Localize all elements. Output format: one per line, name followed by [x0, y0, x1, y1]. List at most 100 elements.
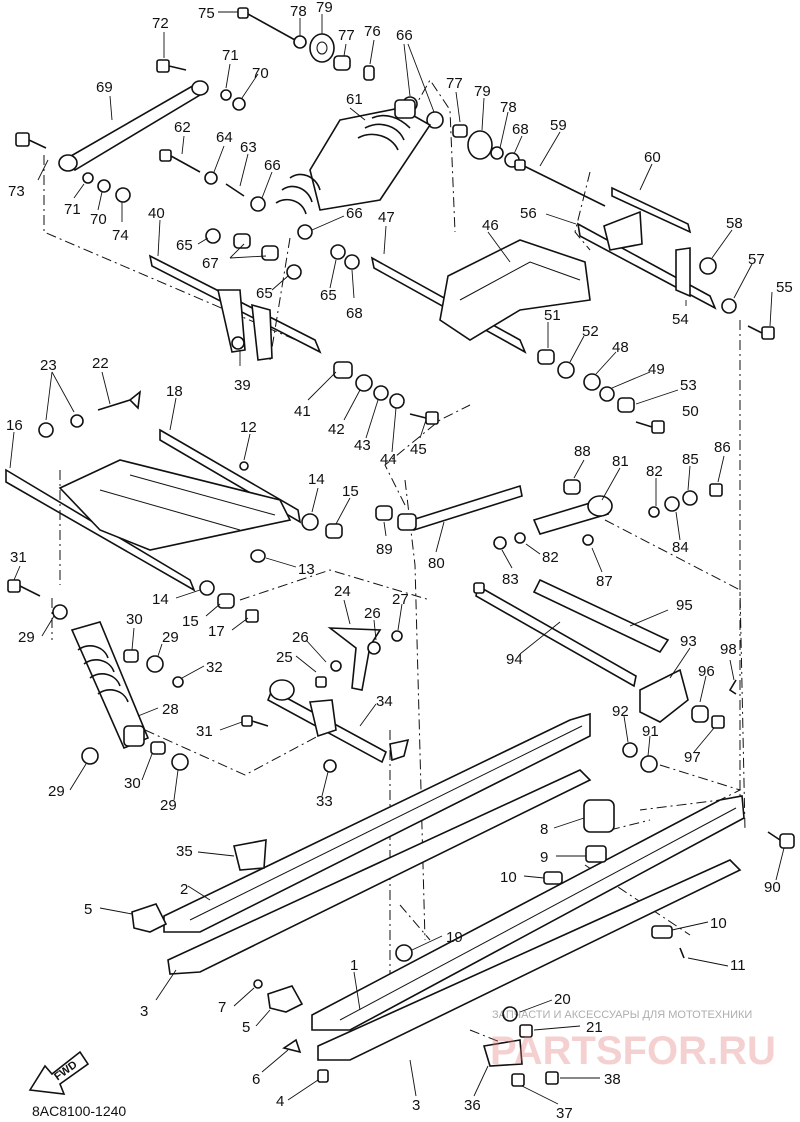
callout-12: 12	[240, 419, 257, 436]
callout-14: 14	[308, 471, 325, 488]
callout-78: 78	[290, 3, 307, 20]
callout-labels: 72 75 78 79 77 76 66 71 70 69 61 77 79 7…	[6, 0, 793, 1122]
shock-absorber-61	[275, 99, 432, 215]
watermark-brand: PARTSFOR.RU	[490, 1029, 776, 1073]
callout-30: 30	[124, 775, 141, 792]
shaft-47-arm-46	[370, 239, 591, 354]
callout-19: 19	[446, 929, 463, 946]
collars-65-67	[205, 224, 313, 280]
callout-71: 71	[64, 201, 81, 218]
callout-29: 29	[162, 629, 179, 646]
callout-14: 14	[152, 591, 169, 608]
slide-rail-2-left	[163, 712, 592, 975]
callout-35: 35	[176, 843, 193, 860]
callout-2: 2	[180, 881, 188, 898]
callout-46: 46	[482, 217, 499, 234]
callout-63: 63	[240, 139, 257, 156]
callout-6: 6	[252, 1071, 260, 1088]
callout-66: 66	[346, 205, 363, 222]
callout-32: 32	[206, 659, 223, 676]
callout-22: 22	[92, 355, 109, 372]
callout-5: 5	[84, 901, 92, 918]
callout-68: 68	[512, 121, 529, 138]
callout-66: 66	[396, 27, 413, 44]
callout-30: 30	[126, 611, 143, 628]
callout-9: 9	[540, 849, 548, 866]
shaft-40-assembly-39	[148, 254, 322, 361]
bolt-62-parts-64-63	[159, 149, 266, 212]
callout-77: 77	[446, 75, 463, 92]
callout-61: 61	[346, 91, 363, 108]
callout-45: 45	[410, 441, 427, 458]
callout-37: 37	[556, 1105, 573, 1122]
callout-81: 81	[612, 453, 629, 470]
callout-10: 10	[500, 869, 517, 886]
callout-33: 33	[316, 793, 333, 810]
nut-58-washer-57-bolt-55	[699, 257, 775, 340]
callout-29: 29	[18, 629, 35, 646]
callout-82: 82	[542, 549, 559, 566]
callout-67: 67	[202, 255, 219, 272]
callout-40: 40	[148, 205, 165, 222]
callout-92: 92	[612, 703, 629, 720]
callout-10: 10	[710, 915, 727, 932]
callout-23: 23	[40, 357, 57, 374]
callout-86: 86	[714, 439, 731, 456]
callout-70: 70	[252, 65, 269, 82]
callout-28: 28	[162, 701, 179, 718]
callout-60: 60	[644, 149, 661, 166]
leader-lines	[9, 11, 785, 1105]
callout-59: 59	[550, 117, 567, 134]
callout-88: 88	[574, 443, 591, 460]
callout-11: 11	[730, 957, 746, 974]
callout-91: 91	[642, 723, 659, 740]
callout-31: 31	[10, 549, 27, 566]
callout-64: 64	[216, 129, 233, 146]
callout-82: 82	[646, 463, 663, 480]
callout-52: 52	[582, 323, 599, 340]
callout-57: 57	[748, 251, 765, 268]
collars-41-42-43-44-45	[333, 361, 439, 425]
callout-42: 42	[328, 421, 345, 438]
rail-fasteners	[253, 831, 795, 1087]
pivot-34-bracket-24	[241, 627, 410, 773]
collars-65-68-right	[330, 244, 360, 270]
callout-71: 71	[222, 47, 239, 64]
callout-21: 21	[586, 1019, 603, 1036]
callout-77: 77	[338, 27, 355, 44]
callout-54: 54	[672, 311, 689, 328]
callout-3: 3	[140, 1003, 148, 1020]
callout-24: 24	[334, 583, 351, 600]
callout-65: 65	[176, 237, 193, 254]
callout-8: 8	[540, 821, 548, 838]
callout-27: 27	[392, 591, 409, 608]
watermark-tagline: ЗАПЧАСТИ И АКСЕССУАРЫ ДЛЯ МОТОТЕХНИКИ	[492, 1009, 752, 1021]
callout-3: 3	[412, 1097, 420, 1114]
callout-29: 29	[160, 797, 177, 814]
collars-30-29	[81, 649, 189, 771]
callout-79: 79	[316, 0, 333, 16]
callout-80: 80	[428, 555, 445, 572]
shafts-94-95	[473, 578, 670, 688]
callout-44: 44	[380, 451, 397, 468]
callout-66: 66	[264, 157, 281, 174]
shock-absorber-28	[70, 621, 150, 750]
callout-69: 69	[96, 79, 113, 96]
callout-7: 7	[218, 999, 226, 1016]
callout-70: 70	[90, 211, 107, 228]
callout-97: 97	[684, 749, 701, 766]
callout-41: 41	[294, 403, 311, 420]
callout-94: 94	[506, 651, 523, 668]
callout-56: 56	[520, 205, 537, 222]
callout-74: 74	[112, 227, 129, 244]
callout-58: 58	[726, 215, 743, 232]
callout-48: 48	[612, 339, 629, 356]
rod-69	[58, 80, 209, 172]
callout-84: 84	[672, 539, 689, 556]
right-upper-collars-77-79-78-68	[452, 124, 520, 168]
shaft-60	[611, 186, 692, 234]
bolt-72	[156, 59, 187, 73]
callout-85: 85	[682, 451, 699, 468]
callout-96: 96	[698, 663, 715, 680]
